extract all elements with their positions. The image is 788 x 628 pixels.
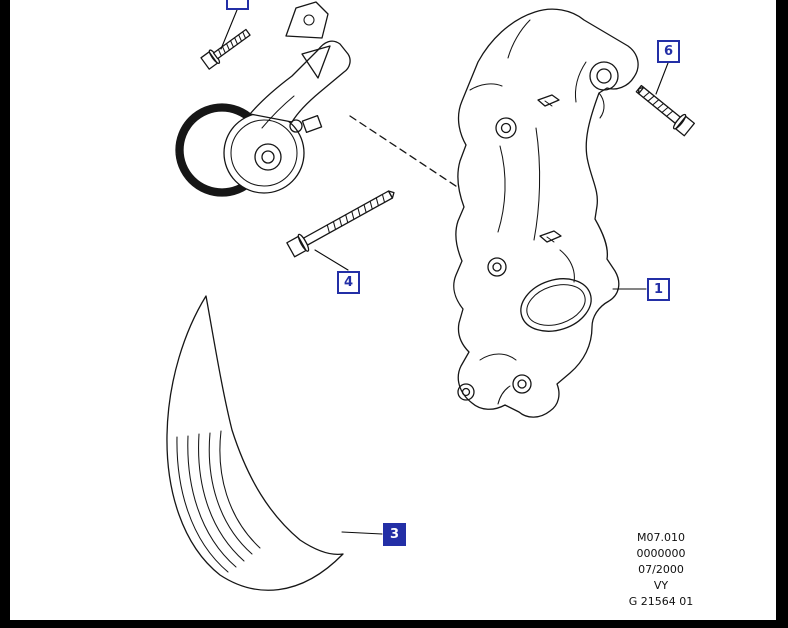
callout-number: 3 — [389, 527, 400, 542]
diagram-canvas — [10, 0, 776, 620]
drawing-info-model-code: VY — [653, 579, 669, 592]
callout-6[interactable]: 6 — [657, 40, 680, 63]
callout-top-partial[interactable] — [226, 0, 249, 10]
mounting-bracket — [453, 8, 639, 418]
callout-number: 4 — [343, 275, 354, 290]
drive-belt — [166, 295, 344, 591]
drawing-info-figure-number: G 21564 01 — [628, 595, 694, 608]
drawing-info-part-number: 0000000 — [636, 547, 686, 560]
drawing-info-date: 07/2000 — [638, 563, 684, 576]
through-bolt-4 — [286, 190, 395, 258]
callout-3[interactable]: 3 — [383, 523, 406, 546]
callout-leader-lines — [220, 9, 669, 535]
callout-number: 6 — [663, 44, 674, 59]
belt-tensioner-assembly — [175, 1, 351, 197]
callout-number: 1 — [653, 282, 664, 297]
drawing-info-catalog-code: M07.010 — [637, 531, 685, 544]
bracket-bolt-6 — [635, 84, 696, 137]
tensioner-bolt — [200, 28, 251, 70]
callout-1[interactable]: 1 — [647, 278, 670, 301]
drawing-info-block: M07.010 0000000 07/2000 VY G 21564 01 — [621, 530, 701, 610]
callout-4[interactable]: 4 — [337, 271, 360, 294]
assembly-axis-dashed-line — [349, 115, 481, 203]
